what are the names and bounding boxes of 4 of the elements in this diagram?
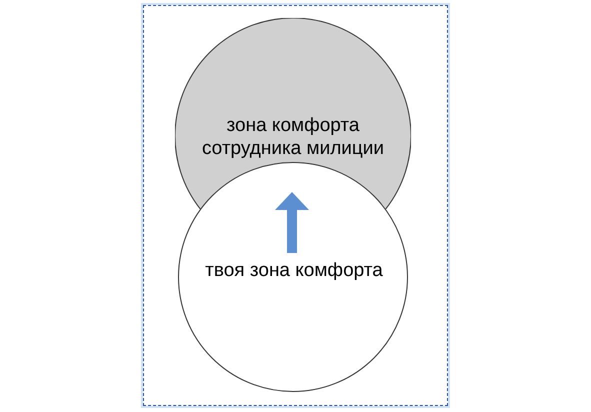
zone-shape <box>175 18 411 209</box>
zone-label: зона комфорта сотрудника милиции <box>200 114 386 160</box>
arrow <box>275 192 309 253</box>
zone-label: твоя зона комфорта <box>204 259 384 282</box>
